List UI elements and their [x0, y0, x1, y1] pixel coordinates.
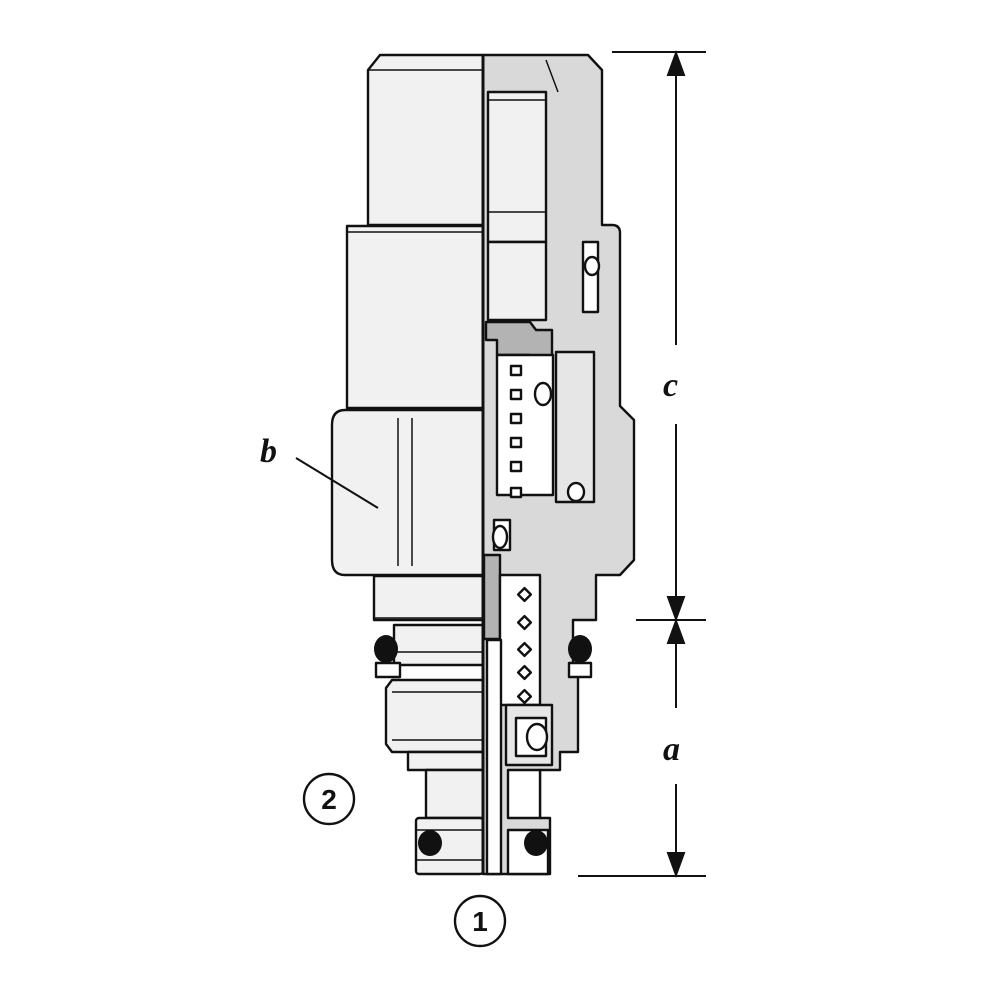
port-2-label: 2 — [321, 784, 337, 815]
dimension-lines — [295, 50, 706, 878]
dimension-b-label: b — [260, 433, 277, 470]
o-ring-lower-right — [524, 830, 548, 856]
external-view — [330, 53, 485, 876]
left-seals — [374, 635, 442, 856]
upper-body — [345, 224, 485, 410]
o-ring-lower-left — [418, 830, 442, 856]
dimension-b-leader — [295, 457, 379, 509]
section-view — [481, 53, 636, 876]
hex-neck — [372, 574, 485, 622]
port-1-callout: 1 — [453, 894, 507, 948]
lower-spool — [482, 553, 502, 641]
lower-stem — [406, 750, 485, 772]
dimension-a-label: a — [663, 731, 680, 768]
right-seals — [524, 635, 593, 856]
o-ring-upper-left — [374, 635, 398, 663]
o-ring-upper-right — [568, 635, 592, 663]
upper-spring — [509, 364, 523, 499]
lower-spring — [516, 586, 533, 705]
port-2-callout: 2 — [302, 772, 356, 826]
internal-seals — [491, 255, 601, 752]
hex-nut — [330, 408, 485, 577]
spring-chamber — [495, 353, 555, 497]
port-1-label: 1 — [472, 906, 488, 937]
adjuster-cap — [366, 53, 485, 227]
lower-land — [384, 678, 485, 754]
dimension-c-label: c — [663, 367, 678, 404]
